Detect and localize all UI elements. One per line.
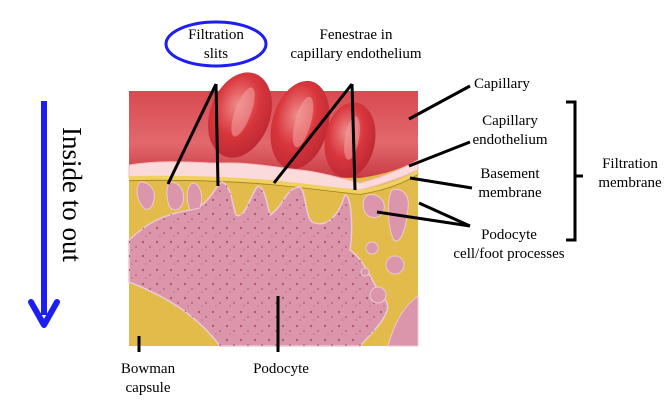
label-line: capillary endothelium xyxy=(290,46,422,62)
label-line: Filtration xyxy=(602,156,658,172)
label-line: Podocyte xyxy=(481,227,537,243)
label-filtration-slits: Filtration slits xyxy=(166,26,266,64)
label-line: slits xyxy=(203,46,229,62)
label-line: Capillary xyxy=(482,113,538,129)
label-line: endothelium xyxy=(472,132,548,148)
label-filtration-membrane: Filtration membrane xyxy=(592,155,668,193)
red-blood-cells xyxy=(208,72,376,178)
basement-membrane xyxy=(128,170,420,195)
down-arrow-icon xyxy=(28,101,60,328)
label-line: capsule xyxy=(125,380,171,396)
leader-lines xyxy=(137,83,473,352)
label-line: membrane xyxy=(598,175,662,191)
label-line: Filtration xyxy=(188,27,244,43)
label-capillary-endothelium: Capillary endothelium xyxy=(470,112,550,150)
filtration-membrane-bracket xyxy=(566,100,577,242)
label-line: Basement xyxy=(480,166,540,182)
label-podocyte: Podocyte xyxy=(246,360,316,379)
label-line: Fenestrae in xyxy=(319,27,393,43)
podocyte-body xyxy=(128,181,419,347)
direction-label: Inside to out xyxy=(57,127,87,262)
label-line: cell/foot processes xyxy=(453,246,565,262)
label-line: Bowman xyxy=(120,361,176,377)
label-bowman-capsule: Bowman capsule xyxy=(118,360,178,398)
label-basement-membrane: Basement membrane xyxy=(470,165,550,203)
label-line: Podocyte xyxy=(253,361,309,377)
label-line: membrane xyxy=(478,185,542,201)
label-line: Capillary xyxy=(474,76,530,92)
label-podocyte-processes: Podocyte cell/foot processes xyxy=(438,226,580,264)
label-capillary: Capillary xyxy=(474,75,530,94)
highlight-ellipse xyxy=(164,20,268,68)
label-fenestrae: Fenestrae in capillary endothelium xyxy=(276,26,436,64)
